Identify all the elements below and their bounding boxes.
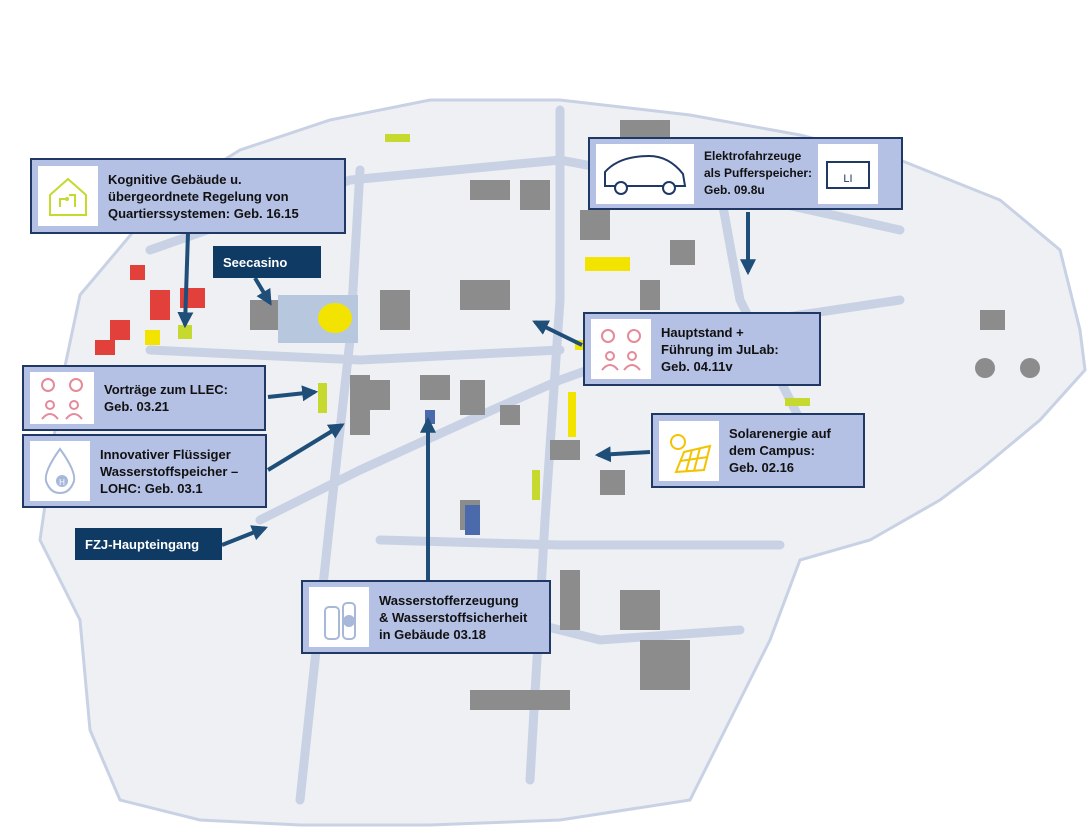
callout-solar: Solarenergie auf dem Campus: Geb. 02.16 bbox=[651, 413, 865, 488]
people-talking-icon bbox=[591, 319, 651, 379]
main-entrance-label: FZJ-Haupteingang bbox=[75, 528, 222, 560]
smart-building-icon bbox=[38, 166, 98, 226]
callout-text: Elektrofahrzeuge als Pufferspeicher: Geb… bbox=[704, 149, 813, 197]
hydrogen-drop-icon: H bbox=[30, 441, 90, 501]
callout-text: Innovativer Flüssiger Wasserstoffspeiche… bbox=[100, 446, 239, 496]
callout-ev-storage: Elektrofahrzeuge als Pufferspeicher: Geb… bbox=[588, 137, 903, 210]
callout-text: Wasserstofferzeugung & Wasserstoffsicher… bbox=[379, 592, 528, 642]
callout-main-booth: Hauptstand + Führung im JuLab: Geb. 04.1… bbox=[583, 312, 821, 386]
campus-buildings bbox=[250, 120, 1040, 710]
svg-text:LI: LI bbox=[843, 173, 852, 185]
battery-li-icon: LI bbox=[818, 143, 879, 204]
heatmap-buildings bbox=[95, 265, 205, 355]
seecasino-label: Seecasino bbox=[213, 246, 321, 278]
pointer-arrows bbox=[177, 212, 756, 582]
callout-text: Solarenergie auf dem Campus: Geb. 02.16 bbox=[729, 426, 831, 475]
callout-text: Hauptstand + Führung im JuLab: Geb. 04.1… bbox=[661, 324, 779, 374]
people-talking-icon bbox=[30, 372, 94, 424]
callout-text: Kognitive Gebäude u. übergeordnete Regel… bbox=[108, 171, 299, 221]
callout-smart-buildings: Kognitive Gebäude u. übergeordnete Regel… bbox=[30, 158, 346, 234]
callout-lohc-storage: H Innovativer Flüssiger Wasserstoffspeic… bbox=[22, 434, 267, 508]
electric-car-icon bbox=[596, 143, 694, 204]
seecasino-marker bbox=[318, 303, 352, 333]
callout-hydrogen-production: Wasserstofferzeugung & Wasserstoffsicher… bbox=[301, 580, 551, 654]
highlighted-buildings bbox=[318, 134, 810, 500]
callout-llec-talks: Vorträge zum LLEC: Geb. 03.21 bbox=[22, 365, 266, 431]
solar-panel-icon bbox=[659, 420, 719, 481]
svg-text:H: H bbox=[59, 478, 65, 487]
callout-text: Vorträge zum LLEC: Geb. 03.21 bbox=[104, 382, 228, 414]
building-03-18 bbox=[465, 505, 480, 535]
hydrogen-cylinder-icon bbox=[309, 587, 369, 647]
